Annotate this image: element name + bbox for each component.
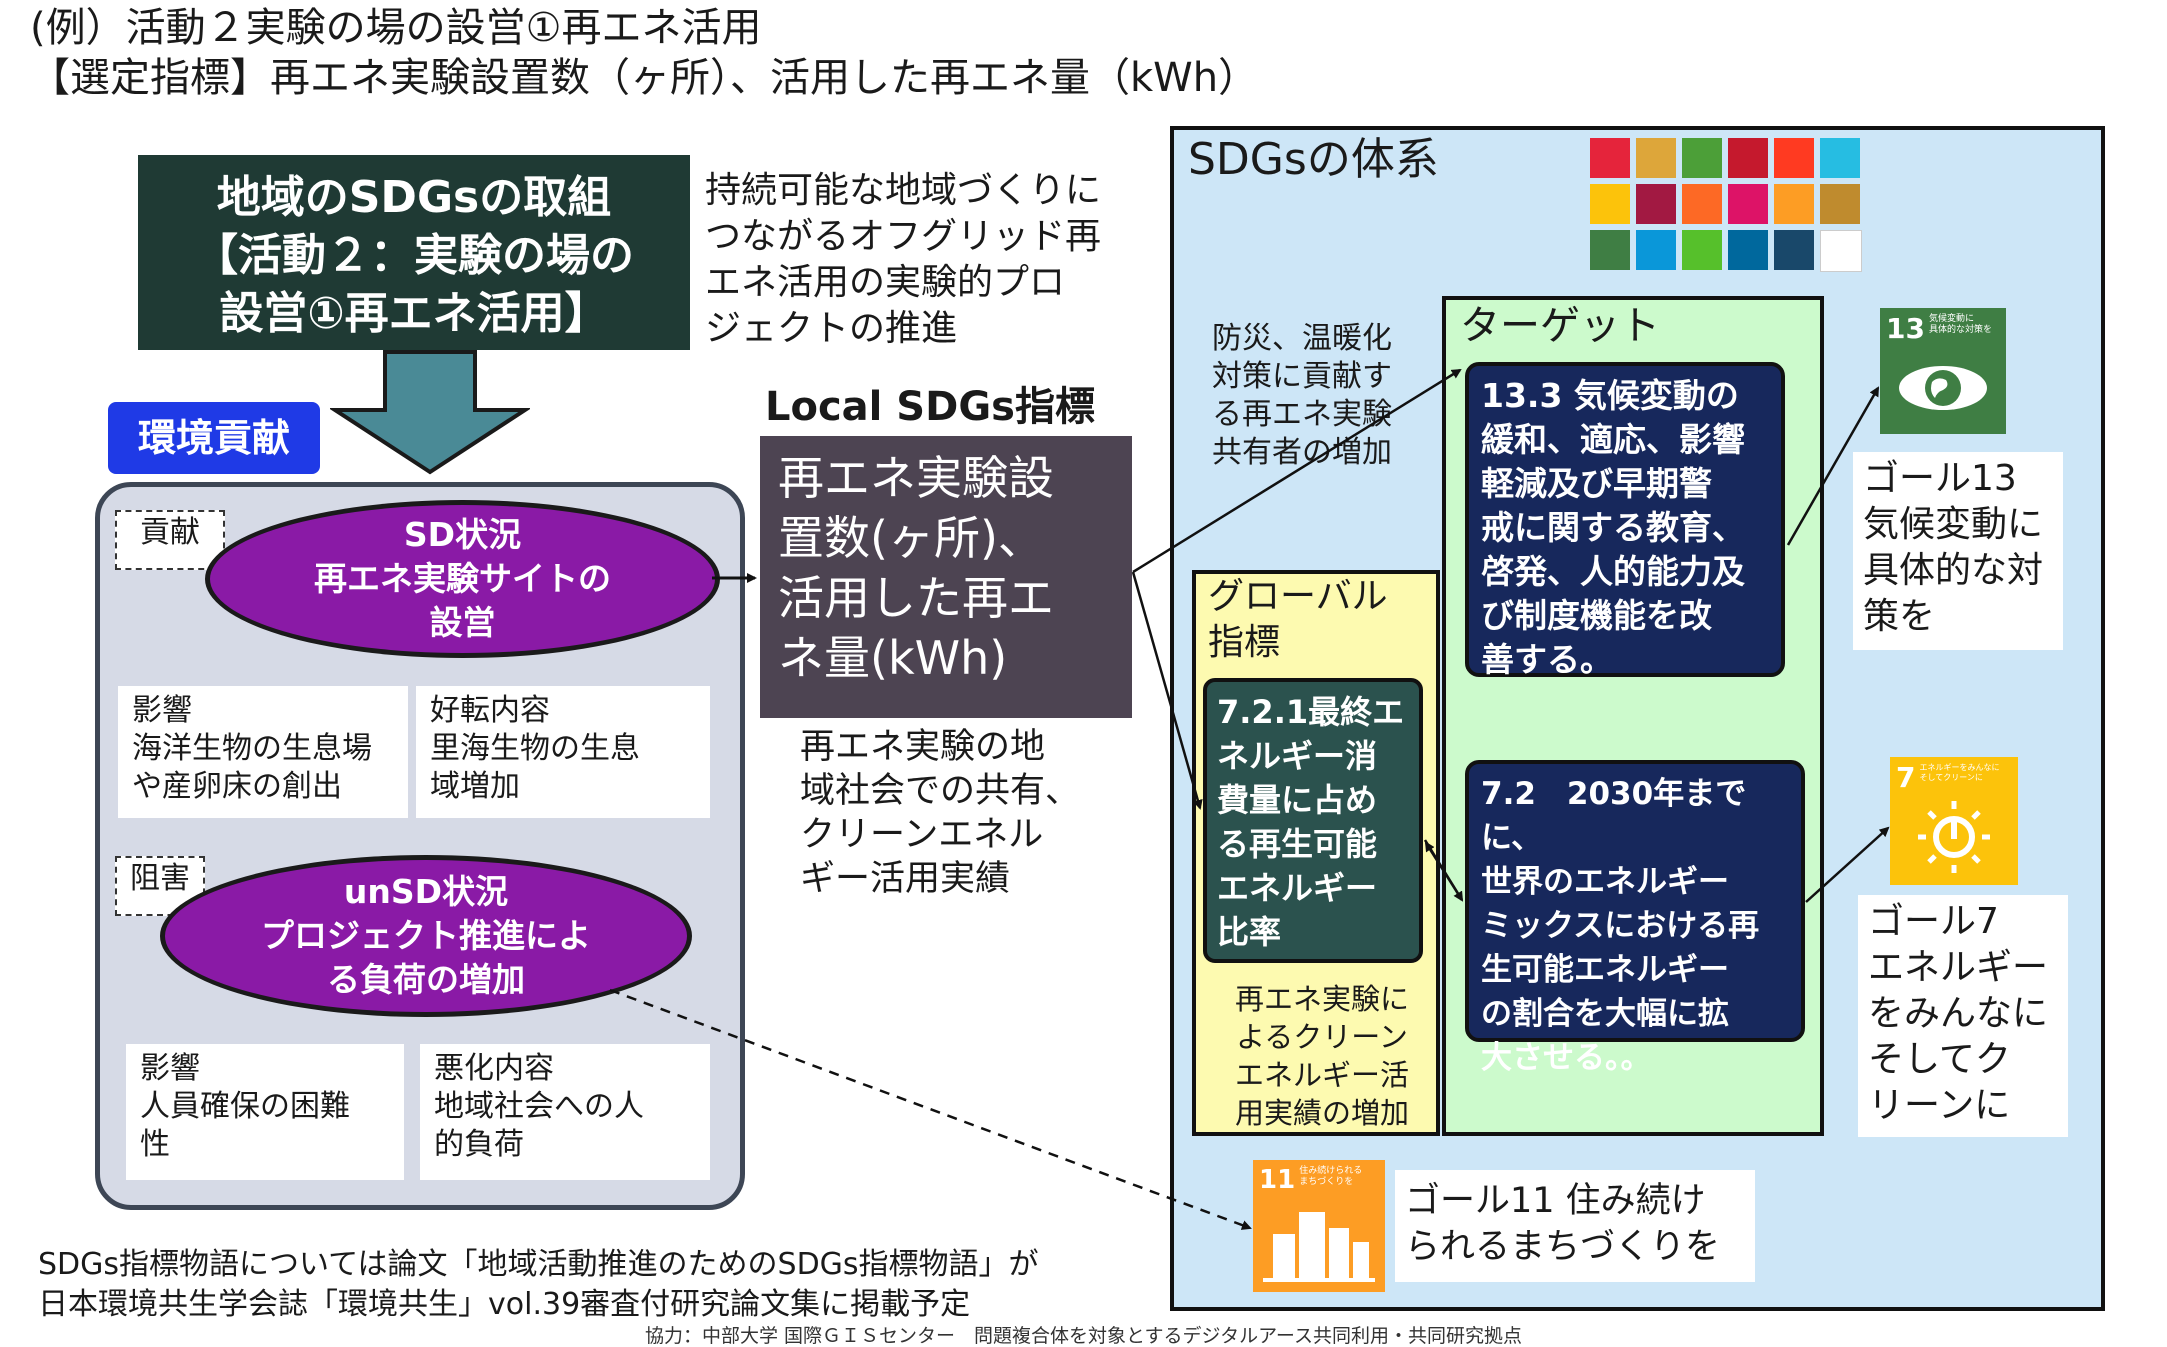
goal11-icon-label: 住み続けられる まちづくりを — [1299, 1166, 1363, 1187]
dashed-arrow-unsd-to-goal11 — [609, 988, 1252, 1230]
sdg-goal-tile — [1636, 184, 1676, 224]
goal13-number: 13 — [1886, 312, 1925, 345]
goal7-number: 7 — [1896, 761, 1916, 794]
down-arrow-icon — [330, 350, 530, 475]
goal11-text: ゴール11 住み続け られるまちづくりを — [1395, 1170, 1755, 1282]
goal11-icon: 11 住み続けられる まちづくりを — [1253, 1160, 1385, 1292]
arrow-target7-to-global — [1424, 841, 1464, 901]
eye-earth-icon — [1899, 366, 1987, 410]
sdg-goal-tile — [1728, 230, 1768, 270]
sd-status-ellipse: SD状況 再エネ実験サイトの 設営 — [205, 500, 720, 658]
goal7-text: ゴール7 エネルギー をみんなに そしてク リーンに — [1858, 895, 2068, 1137]
sdg-goal-tile — [1636, 230, 1676, 270]
page-title: (例）活動２実験の場の設営①再エネ活用 — [30, 5, 762, 51]
sdg-goal-tile — [1682, 184, 1722, 224]
goal13-text: ゴール13 気候変動に 具体的な対 策を — [1853, 452, 2063, 650]
sdg-goal-tile — [1820, 184, 1860, 224]
improvement-content: 好転内容 里海生物の生息 域増加 — [416, 686, 710, 818]
sdg-goal-tile — [1820, 138, 1860, 178]
sdg-goal-tile — [1820, 230, 1862, 272]
sun-power-icon — [1918, 801, 1990, 873]
sdg-goal-tile — [1774, 138, 1814, 178]
sdg-goal-tile — [1682, 138, 1722, 178]
deterioration-content: 悪化内容 地域社会への人 的負荷 — [420, 1044, 710, 1180]
goal7-icon: 7 エネルギーをみんなに そしてクリーンに — [1890, 757, 2018, 885]
local-sdgs-label: Local SDGs指標 — [765, 384, 1095, 430]
contribution-tag: 貢献 — [115, 510, 225, 570]
city-buildings-icon — [1263, 1212, 1375, 1282]
paper-note-line2: 日本環境共生学会誌「環境共生」vol.39審査付研究論文集に掲載予定 — [38, 1287, 971, 1322]
sdg-goal-tile — [1728, 184, 1768, 224]
sdg-goal-tile — [1774, 230, 1814, 270]
target-label: ターゲット — [1460, 303, 1660, 349]
global-indicator-label: グローバル 指標 — [1208, 576, 1388, 663]
page-subtitle: 【選定指標】再エネ実験設置数（ヶ所）、活用した再エネ量（kWh） — [30, 55, 1259, 101]
indicator-7-2-1: 7.2.1最終エ ネルギー消 費量に占め る再生可能 エネルギー 比率 — [1203, 678, 1423, 963]
unsd-status-ellipse: unSD状況 プロジェクト推進によ る負荷の増加 — [160, 855, 692, 1017]
global-note: 再エネ実験に よるクリーン エネルギー活 用実績の増加 — [1234, 982, 1409, 1130]
sdg-goal-tile — [1774, 184, 1814, 224]
sdg-goal-tile — [1590, 138, 1630, 178]
paper-note-line1: SDGs指標物語については論文「地域活動推進のためのSDGs指標物語」が — [38, 1247, 1039, 1282]
target-7-2: 7.2 2030年までに、 世界のエネルギー ミックスにおける再 生可能エネルギ… — [1465, 760, 1805, 1076]
contribution-text: 防災、温暖化 対策に貢献す る再エネ実験 共有者の増加 — [1212, 321, 1392, 470]
credit-line: 協力：中部大学 国際ＧＩＳセンター 問題複合体を対象とするデジタルアース共同利用… — [644, 1325, 1522, 1347]
goal13-icon-label: 気候変動に 具体的な対策を — [1928, 314, 1992, 335]
arrow-target13-to-goal13 — [1786, 386, 1880, 546]
goal11-number: 11 — [1259, 1165, 1296, 1195]
sdg-goal-tile — [1682, 230, 1722, 270]
local-sharing-text: 再エネ実験の地 域社会での共有、 クリーンエネル ギー活用実績 — [800, 727, 1081, 899]
impact-negative: 影響 人員確保の困難 性 — [126, 1044, 404, 1180]
arrow-target7-to-goal7 — [1805, 826, 1890, 903]
impact-positive: 影響 海洋生物の生息場 や産卵床の創出 — [118, 686, 408, 818]
arrow-indicator-to-global — [1131, 571, 1203, 810]
local-indicator-box: 再エネ実験設 置数(ヶ所)、 活用した再エ ネ量(kWh) — [760, 436, 1132, 718]
sdg-goal-tile — [1590, 184, 1630, 224]
activity-description: 持続可能な地域づくりに つながるオフグリッド再 エネ活用の実験的プロ ジェクトの… — [705, 170, 1102, 349]
goal13-icon: 13 気候変動に 具体的な対策を — [1880, 308, 2006, 434]
env-contribution-badge: 環境貢献 — [108, 402, 320, 474]
arrow-indicator-to-target13 — [1132, 368, 1462, 574]
sdgs-goals-grid — [1590, 138, 1866, 274]
goal7-icon-label: エネルギーをみんなに そしてクリーンに — [1919, 763, 2000, 782]
sdg-goal-tile — [1590, 230, 1630, 270]
activity-title-box: 地域のSDGsの取組 【活動２：実験の場の 設営①再エネ活用】 — [138, 155, 690, 350]
sdgs-frame-title: SDGsの体系 — [1188, 134, 1439, 185]
target-13-3: 13.3 気候変動の 緩和、適応、影響 軽減及び早期警 戒に関する教育、 啓発、… — [1465, 362, 1785, 679]
sdg-goal-tile — [1636, 138, 1676, 178]
sdg-goal-tile — [1728, 138, 1768, 178]
